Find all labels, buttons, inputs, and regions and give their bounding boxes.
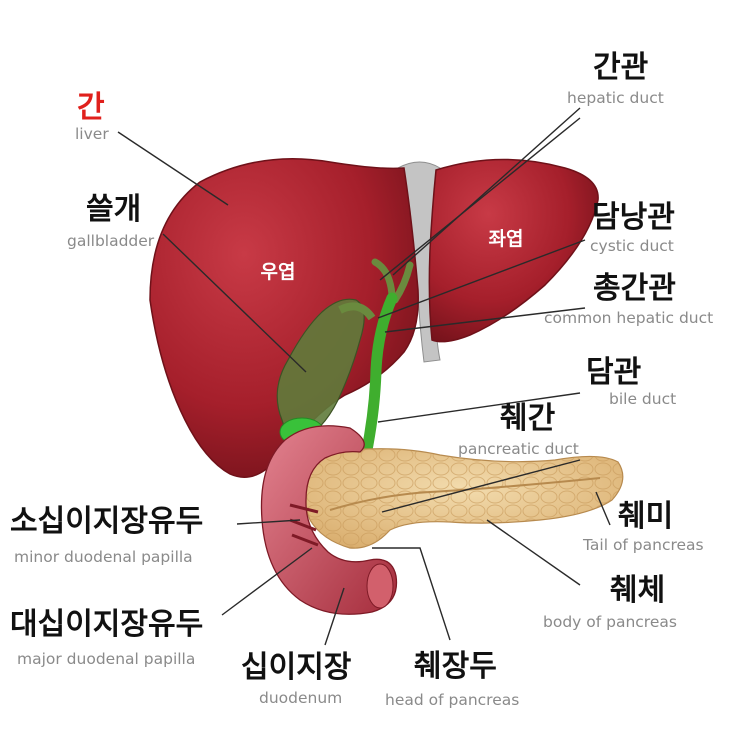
head-of-pancreas-label-ko: 췌장두 [414, 649, 497, 684]
right-lobe-label: 우엽 [261, 261, 296, 283]
pancreatic-duct-label-en: pancreatic duct [458, 440, 579, 458]
cystic-duct-label-ko: 담낭관 [592, 200, 675, 235]
minor-papilla-label-en: minor duodenal papilla [14, 548, 193, 566]
major-papilla-label-en: major duodenal papilla [17, 650, 196, 668]
papilla-detail [289, 503, 319, 547]
minor-papilla-label-ko: 소십이지장유두 [10, 504, 204, 539]
duodenum-label-ko: 십이지장 [241, 650, 352, 685]
tail-of-pancreas-label-ko: 췌미 [618, 499, 674, 534]
bile-duct-label-en: bile duct [609, 390, 677, 408]
liver-label-ko: 간 [77, 90, 105, 125]
bile-duct-label-ko: 담관 [586, 355, 642, 390]
duodenum-shape [260, 425, 398, 615]
left-lobe-label: 좌엽 [489, 228, 524, 250]
head-of-pancreas-label-en: head of pancreas [385, 691, 520, 709]
cystic-duct [338, 302, 376, 321]
duodenum-opening [366, 563, 394, 609]
liver-right-lobe [149, 158, 419, 478]
body-of-pancreas-label-ko: 췌체 [610, 573, 666, 608]
tail-of-pancreas-label-en: Tail of pancreas [583, 536, 704, 554]
liver-label-en: liver [75, 125, 109, 143]
gallbladder-label-en: gallbladder [67, 232, 155, 250]
body-of-pancreas-label-en: body of pancreas [543, 613, 677, 631]
pancreatic-duct-line [329, 477, 601, 511]
gallbladder-label-ko: 쓸개 [86, 192, 142, 227]
pancreatic-duct-label-ko: 췌간 [500, 401, 556, 436]
major-papilla-label-ko: 대십이지장유두 [10, 607, 204, 642]
common-hepatic-duct-label-en: common hepatic duct [544, 309, 714, 327]
leader-lines [117, 107, 611, 646]
duodenum-label-en: duodenum [259, 689, 343, 707]
hepatic-duct-label-ko: 간관 [593, 50, 649, 85]
common-hepatic-duct-label-ko: 총간관 [593, 271, 676, 306]
cystic-duct-label-en: cystic duct [590, 237, 674, 255]
hepatic-duct-label-en: hepatic duct [567, 89, 664, 107]
